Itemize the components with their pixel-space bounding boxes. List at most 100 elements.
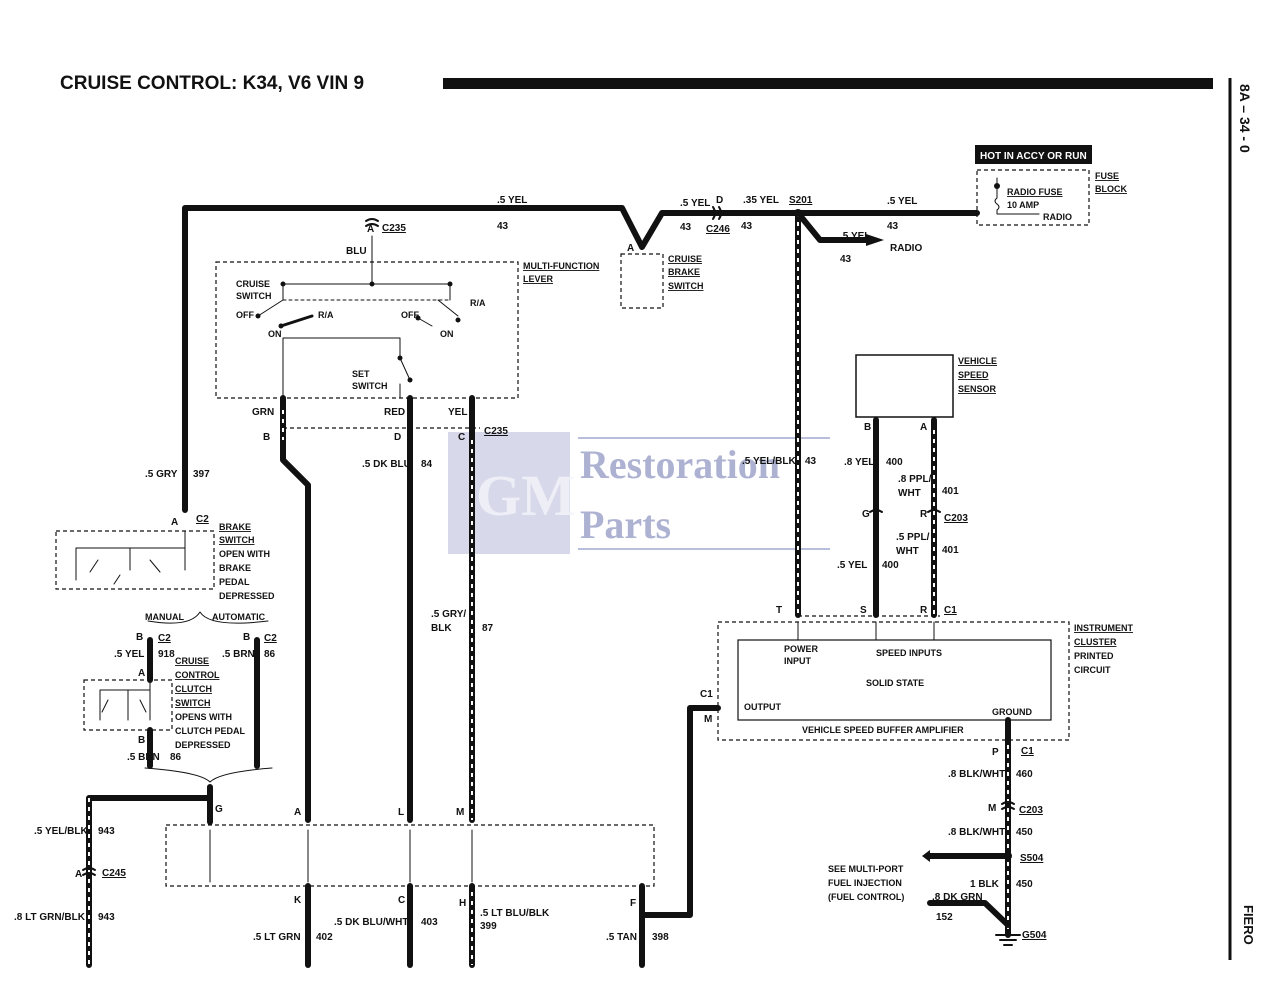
page-title: CRUISE CONTROL: K34, V6 VIN 9 — [60, 73, 364, 94]
circuit-label: 399 — [480, 921, 497, 932]
position-label: R/A — [318, 310, 334, 320]
connector-c2-auto: C2 — [264, 633, 277, 644]
fuse-node — [994, 183, 1000, 189]
pin-label: L — [398, 807, 404, 818]
connector-c203-symbol — [869, 509, 941, 513]
pin-label: B — [263, 432, 270, 443]
connector-c1-ground: C1 — [1021, 746, 1034, 757]
pin-label: B — [864, 422, 871, 433]
circuit-label: 403 — [421, 917, 438, 928]
brake-switch-outline — [55, 530, 215, 590]
wire-label: YEL — [448, 407, 467, 418]
circuit-label: 43 — [887, 221, 899, 232]
fuse-block-label-1: FUSE — [1095, 171, 1119, 181]
position-label: OFF — [236, 310, 254, 320]
cruise-switch-label: SWITCH — [236, 291, 272, 301]
solid-state-label: SOLID STATE — [866, 678, 924, 688]
mpfi-note: SEE MULTI-PORT — [828, 864, 904, 874]
speed-inputs-label: SPEED INPUTS — [876, 648, 942, 658]
circuit-label: 402 — [316, 932, 333, 943]
brake-switch-label: PEDAL — [219, 577, 250, 587]
wire-label: .5 YEL — [887, 196, 917, 207]
cluster-label: PRINTED — [1074, 651, 1114, 661]
connector-c246: C246 — [706, 224, 730, 235]
splice-s504: S504 — [1020, 853, 1044, 864]
vss-label: SPEED — [958, 370, 989, 380]
circuit-label: 87 — [482, 623, 494, 634]
radio-fuse-label: RADIO FUSE — [1007, 187, 1063, 197]
solid-state-box — [737, 639, 1052, 721]
circuit-label: 86 — [170, 752, 182, 763]
vss-label: VEHICLE — [958, 356, 997, 366]
watermark-logo-box — [448, 432, 570, 554]
wire-label: .8 PPL/ — [898, 474, 932, 485]
brake-switch-label: SWITCH — [219, 535, 255, 545]
cruise-brake-switch-outline — [620, 253, 664, 309]
watermark: GM Restoration Parts — [448, 432, 830, 554]
wire-label: .5 LT BLU/BLK — [480, 908, 550, 919]
contact-dot — [280, 281, 286, 287]
connector-c245-symbol — [82, 867, 96, 876]
vsba-label: VEHICLE SPEED BUFFER AMPLIFIER — [802, 725, 964, 735]
clutch-switch-label: DEPRESSED — [175, 740, 231, 750]
pin-label: F — [630, 898, 636, 909]
contact-dot — [397, 355, 403, 361]
set-switch-label: SET — [352, 369, 370, 379]
hot-label-box — [975, 145, 1092, 164]
splice-s504-dot — [1004, 852, 1012, 860]
circuit-label: 400 — [882, 560, 899, 571]
pin-label: R — [920, 509, 928, 520]
pin-label: G — [862, 509, 870, 520]
multi-function-switch-contacts — [257, 261, 459, 399]
wire-label: .8 LT GRN/BLK — [14, 912, 86, 923]
watermark-logo: GM — [476, 463, 576, 528]
circuit-label: 84 — [421, 459, 433, 470]
pin-label: B — [243, 632, 250, 643]
pin-label: A — [75, 869, 82, 880]
pin-label: C — [458, 432, 465, 443]
brake-switch-contacts — [75, 530, 186, 585]
pin-label: R — [920, 605, 928, 616]
module-internal-links — [209, 829, 473, 883]
wire-label: .5 BRN — [127, 752, 160, 763]
connector-c203-vss: C203 — [944, 513, 968, 524]
manual-auto-join-brace — [144, 767, 273, 783]
brake-switch-label: BRAKE — [219, 563, 251, 573]
output-label: OUTPUT — [744, 702, 782, 712]
set-switch-label: SWITCH — [352, 381, 388, 391]
pin-label: A — [294, 807, 301, 818]
multi-function-lever-label: LEVER — [523, 274, 554, 284]
wire-43-yel-bus — [182, 205, 980, 513]
wire-label: .5 PPL/ — [896, 532, 930, 543]
cruise-brake-switch-label: SWITCH — [668, 281, 704, 291]
wire-label: BLU — [346, 246, 367, 257]
position-label: OFF — [401, 310, 419, 320]
wire-label: RED — [384, 407, 405, 418]
pin-label: P — [992, 747, 999, 758]
connector-c203-ground-symbol — [1001, 801, 1015, 810]
connector-c245: C245 — [102, 868, 126, 879]
circuit-label: 152 — [936, 912, 953, 923]
wire-label: .5 YEL/BLK — [34, 826, 88, 837]
splice-s201-dot — [794, 209, 802, 217]
wire-label: .5 YEL/BLK — [742, 456, 796, 467]
wire-label: .8 BLK/WHT — [948, 769, 1005, 780]
ground-g504-icon — [995, 934, 1021, 946]
cruise-brake-switch-label: BRAKE — [668, 267, 700, 277]
radio-fuse-symbol — [994, 177, 1040, 215]
wire-label: .5 YEL — [680, 198, 710, 209]
circuit-label: 43 — [497, 221, 509, 232]
wire-label: .5 YEL — [497, 195, 527, 206]
connector-c2-brake: C2 — [196, 514, 209, 525]
circuit-label: 400 — [886, 457, 903, 468]
wire-label: .35 YEL — [743, 195, 779, 206]
power-input-label: INPUT — [784, 656, 812, 666]
contact-dot — [255, 313, 261, 319]
circuit-label: 918 — [158, 649, 175, 660]
splice-s201: S201 — [789, 195, 813, 206]
clutch-switch-label: CRUISE — [175, 656, 209, 666]
wire-label: .5 DK BLU — [362, 459, 411, 470]
contact-dot — [447, 281, 453, 287]
connector-c235-top-symbol — [365, 218, 379, 227]
mpfi-note: FUEL INJECTION — [828, 878, 902, 888]
